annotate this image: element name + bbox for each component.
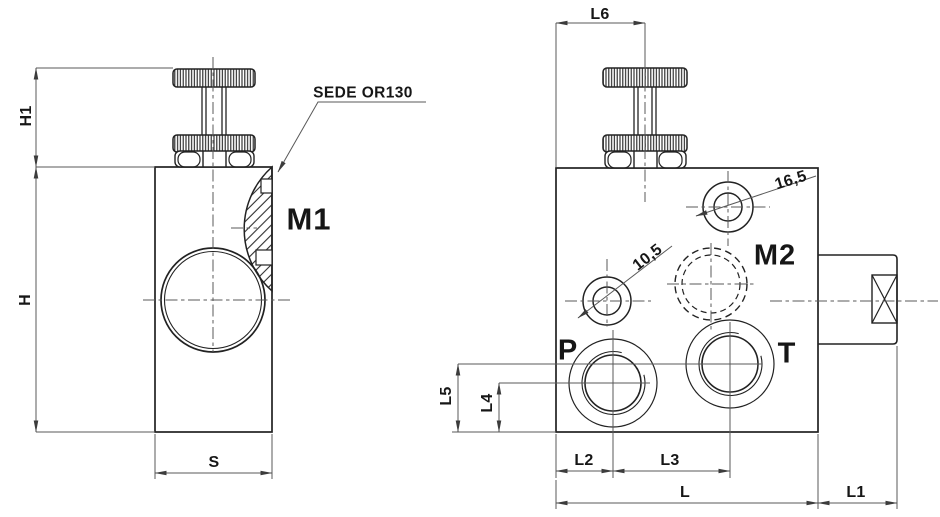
dim-label-h: H	[17, 294, 34, 306]
lock-nut	[174, 150, 255, 168]
leader-10-5	[577, 245, 673, 319]
front-view-drawing	[555, 67, 898, 433]
port-label-m1: M1	[286, 201, 332, 237]
port-label-p: P	[557, 334, 579, 367]
port-label-t: T	[777, 337, 797, 370]
lock-nut	[604, 150, 687, 169]
dim-label-s: S	[208, 454, 220, 471]
dim-label-h1: H1	[18, 105, 35, 127]
front-view-dimensions	[452, 20, 898, 509]
or-seat-notch-lower	[255, 249, 273, 266]
dim-label-l4: L4	[479, 393, 496, 413]
dim-label-l3: L3	[660, 452, 680, 469]
front-view-centerlines	[565, 57, 938, 331]
dim-label-l1: L1	[846, 484, 866, 501]
knob-top-disc	[172, 68, 256, 88]
valve-body-front	[555, 167, 819, 433]
side-view-dimensions	[33, 67, 426, 479]
or-seat-notch-upper	[260, 178, 273, 194]
side-fitting	[818, 254, 898, 345]
adjustment-knob-side	[172, 68, 256, 168]
dim-label-l6: L6	[590, 6, 610, 23]
dim-label-l2: L2	[574, 452, 594, 469]
plug-cross-symbol	[871, 274, 898, 324]
side-view-drawing	[154, 68, 273, 433]
knob-bottom-disc	[172, 134, 256, 153]
port-label-m2: M2	[753, 239, 797, 272]
side-view-centerlines	[143, 57, 293, 352]
leader-16-5	[695, 175, 817, 217]
seat-note-text: SEDE OR130	[313, 84, 413, 102]
dim-label-l5: L5	[438, 386, 455, 406]
dim-label-l: L	[679, 484, 691, 501]
seat-note-leader	[277, 101, 426, 173]
